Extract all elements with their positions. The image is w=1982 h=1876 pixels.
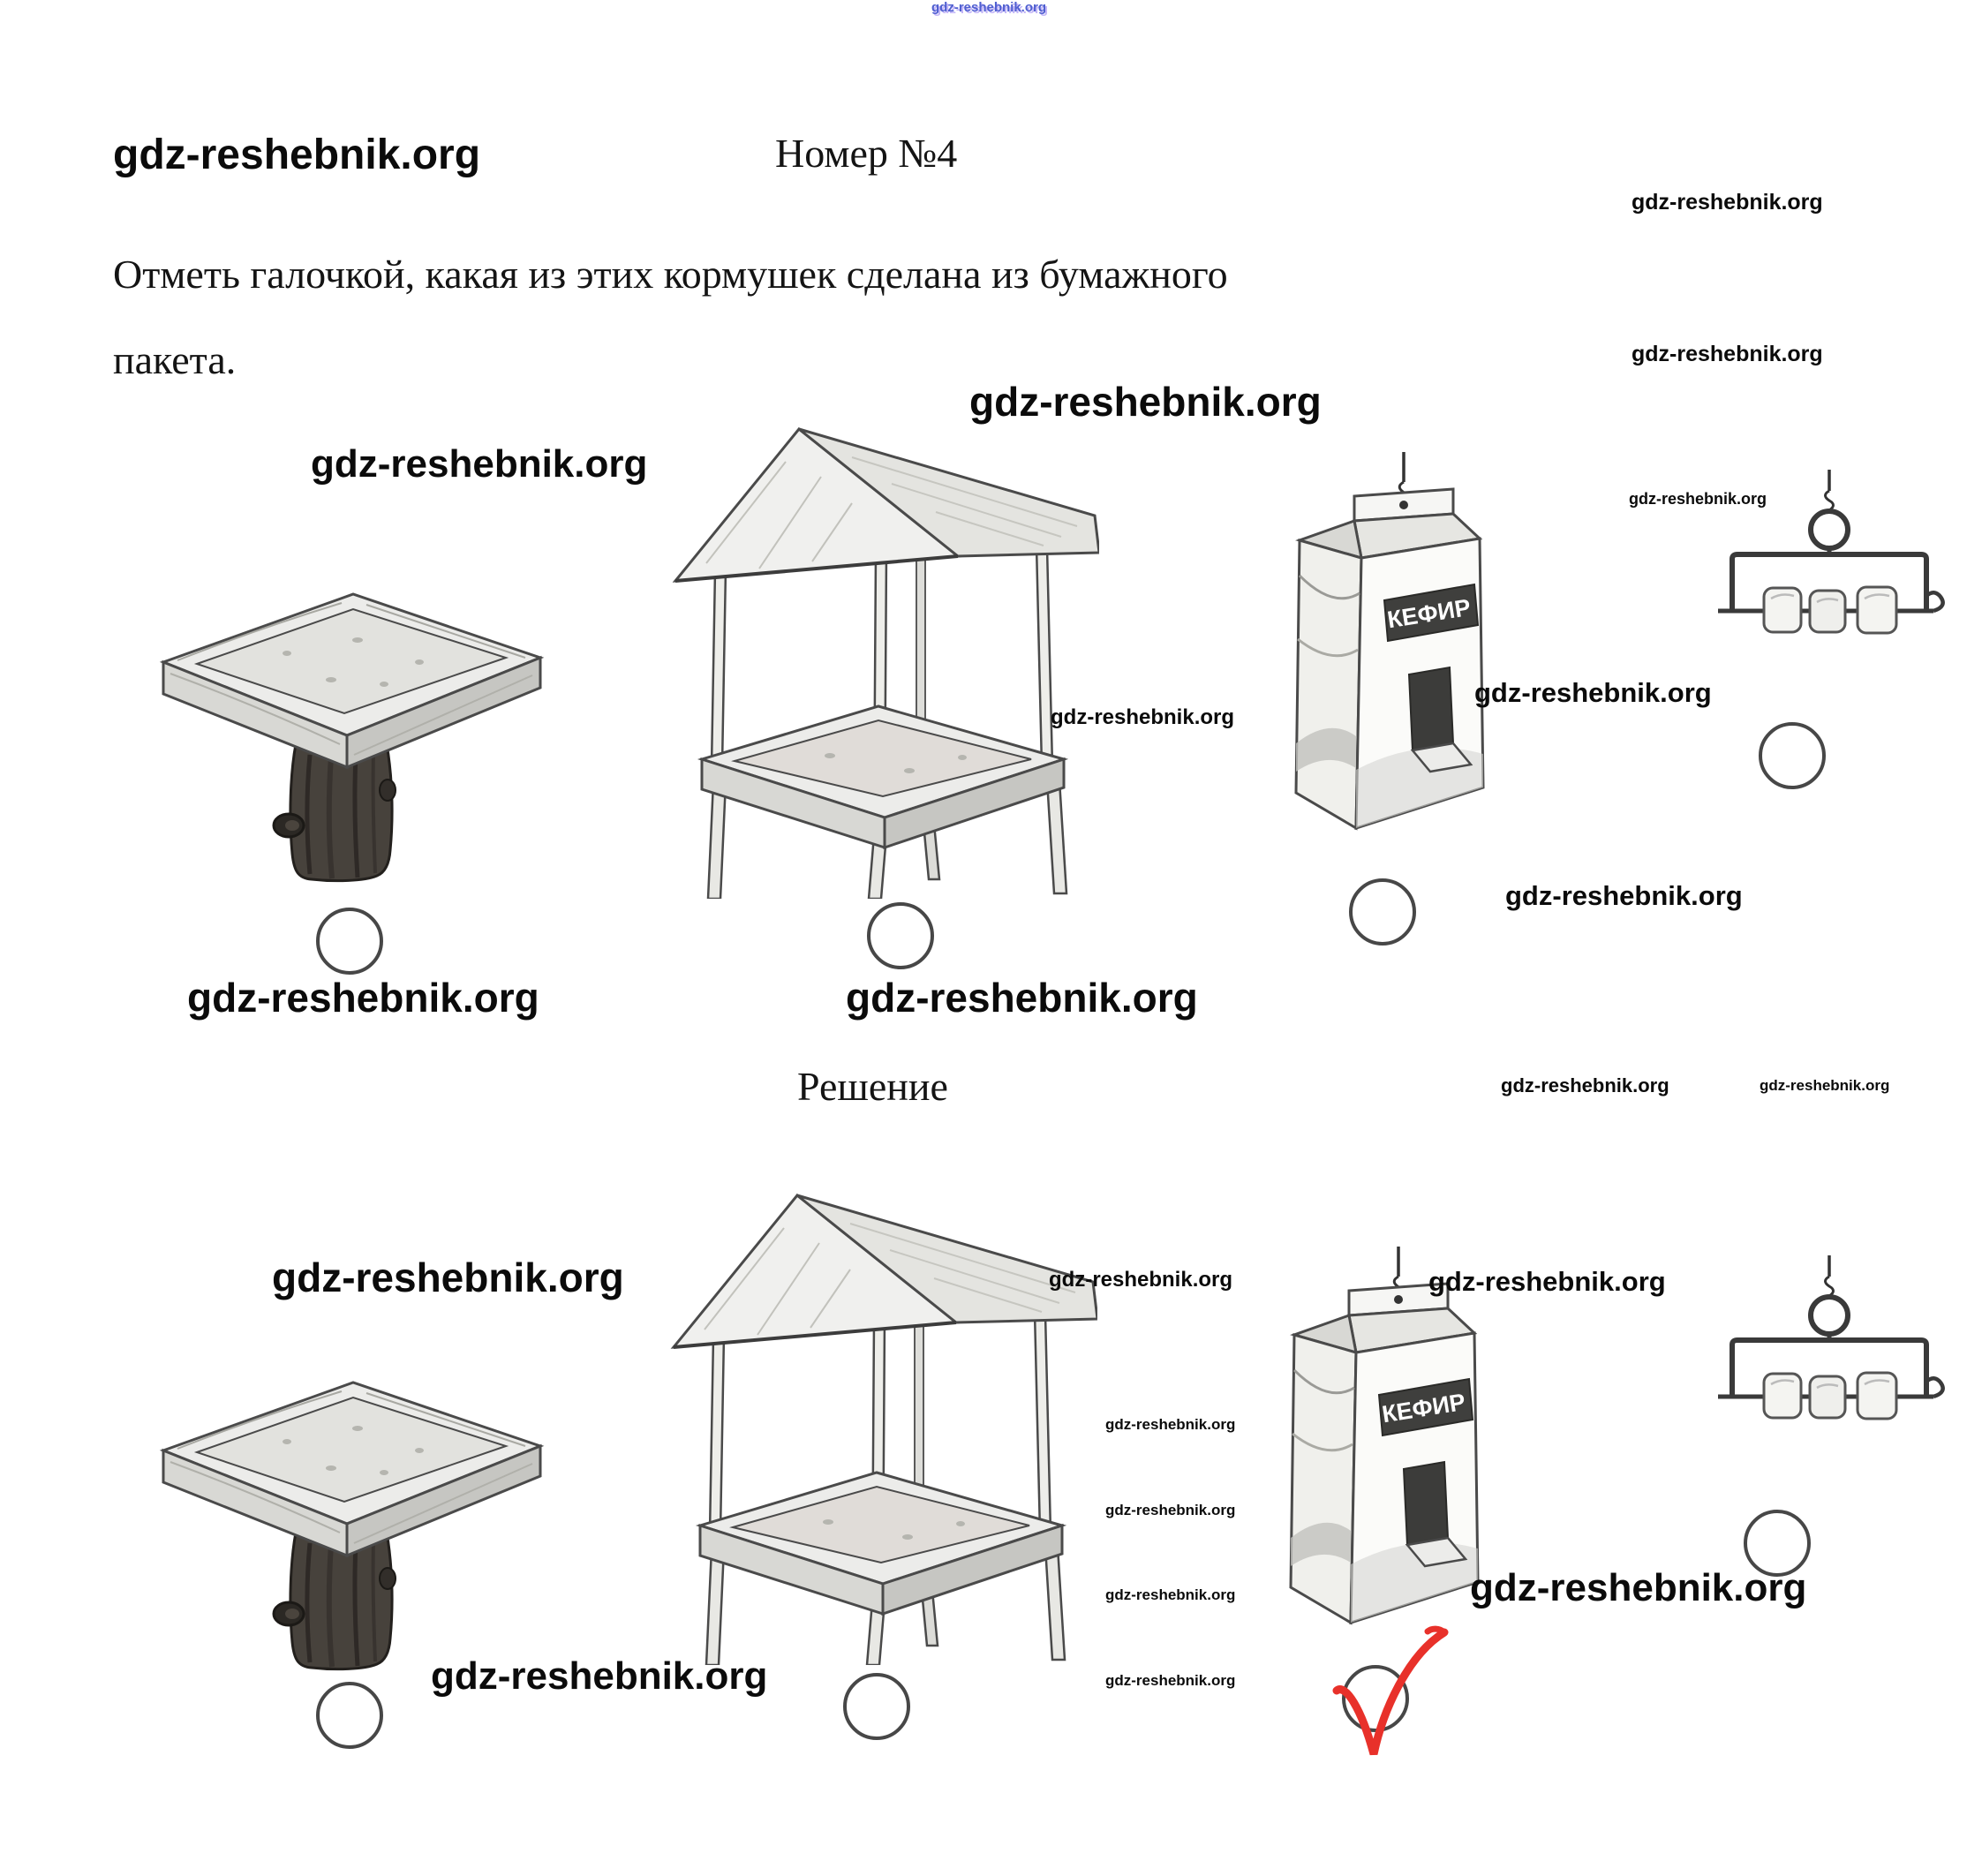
answer-checkmark [1332,1625,1449,1756]
watermark-solution-right-big: gdz-reshebnik.org [1470,1566,1807,1609]
watermark-near-carton-1: gdz-reshebnik.org [1474,677,1712,708]
watermark-task-right: gdz-reshebnik.org [1632,342,1823,366]
answer-circle-roofed-table[interactable] [867,902,934,969]
watermark-solution-mid: gdz-reshebnik.org [1049,1268,1233,1292]
solution-circle-tray-on-stump [316,1682,383,1749]
watermark-solution-carton: gdz-reshebnik.org [1428,1266,1666,1297]
page-title: Номер №4 [775,131,958,176]
watermark-tiny-col-1: gdz-reshebnik.org [1105,1416,1236,1433]
watermark-header-left: gdz-reshebnik.org [113,132,481,178]
feeder-illustration-roofed-table [653,422,1099,899]
watermark-bottom-task-2: gdz-reshebnik.org [846,975,1198,1021]
task-text-line2: пакета. [113,337,237,382]
answer-circle-tray-on-stump[interactable] [316,908,383,975]
solution-illustration-roofed-table [652,1188,1097,1665]
watermark-top: gdz-reshebnik.org [931,0,1047,15]
watermark-near-house: gdz-reshebnik.org [1051,705,1235,729]
solution-circle-roofed-table [843,1673,910,1740]
solution-illustration-wire-skewer [1697,1255,1955,1465]
watermark-bottom-task-1: gdz-reshebnik.org [187,975,539,1021]
answer-circle-kefir-carton[interactable] [1349,878,1416,946]
watermark-solution-bottom: gdz-reshebnik.org [431,1654,768,1698]
watermark-near-carton-2: gdz-reshebnik.org [1505,880,1743,911]
watermark-solution-right-1: gdz-reshebnik.org [1501,1074,1669,1096]
watermark-tiny-1: gdz-reshebnik.org [1629,490,1767,508]
watermark-mid-2: gdz-reshebnik.org [311,442,648,486]
watermark-tiny-col-4: gdz-reshebnik.org [1105,1672,1236,1689]
watermark-header-right: gdz-reshebnik.org [1632,190,1823,215]
feeder-illustration-wire-skewer [1697,470,1955,680]
solution-circle-wire-skewer [1744,1510,1811,1577]
watermark-tiny-col-3: gdz-reshebnik.org [1105,1586,1236,1603]
watermark-mid-1: gdz-reshebnik.org [969,379,1322,425]
solution-circle-kefir-carton [1342,1665,1409,1732]
feeder-illustration-kefir-carton [1278,452,1510,849]
task-text-line1: Отметь галочкой, какая из этих кормушек … [113,252,1228,297]
feeder-illustration-tray-on-stump [154,569,547,883]
watermark-solution-left: gdz-reshebnik.org [272,1254,624,1300]
answer-circle-wire-skewer[interactable] [1759,722,1826,789]
watermark-tiny-col-2: gdz-reshebnik.org [1105,1502,1236,1518]
solution-heading: Решение [797,1064,948,1109]
watermark-solution-right-2: gdz-reshebnik.org [1760,1077,1890,1094]
solution-illustration-tray-on-stump [154,1358,547,1671]
